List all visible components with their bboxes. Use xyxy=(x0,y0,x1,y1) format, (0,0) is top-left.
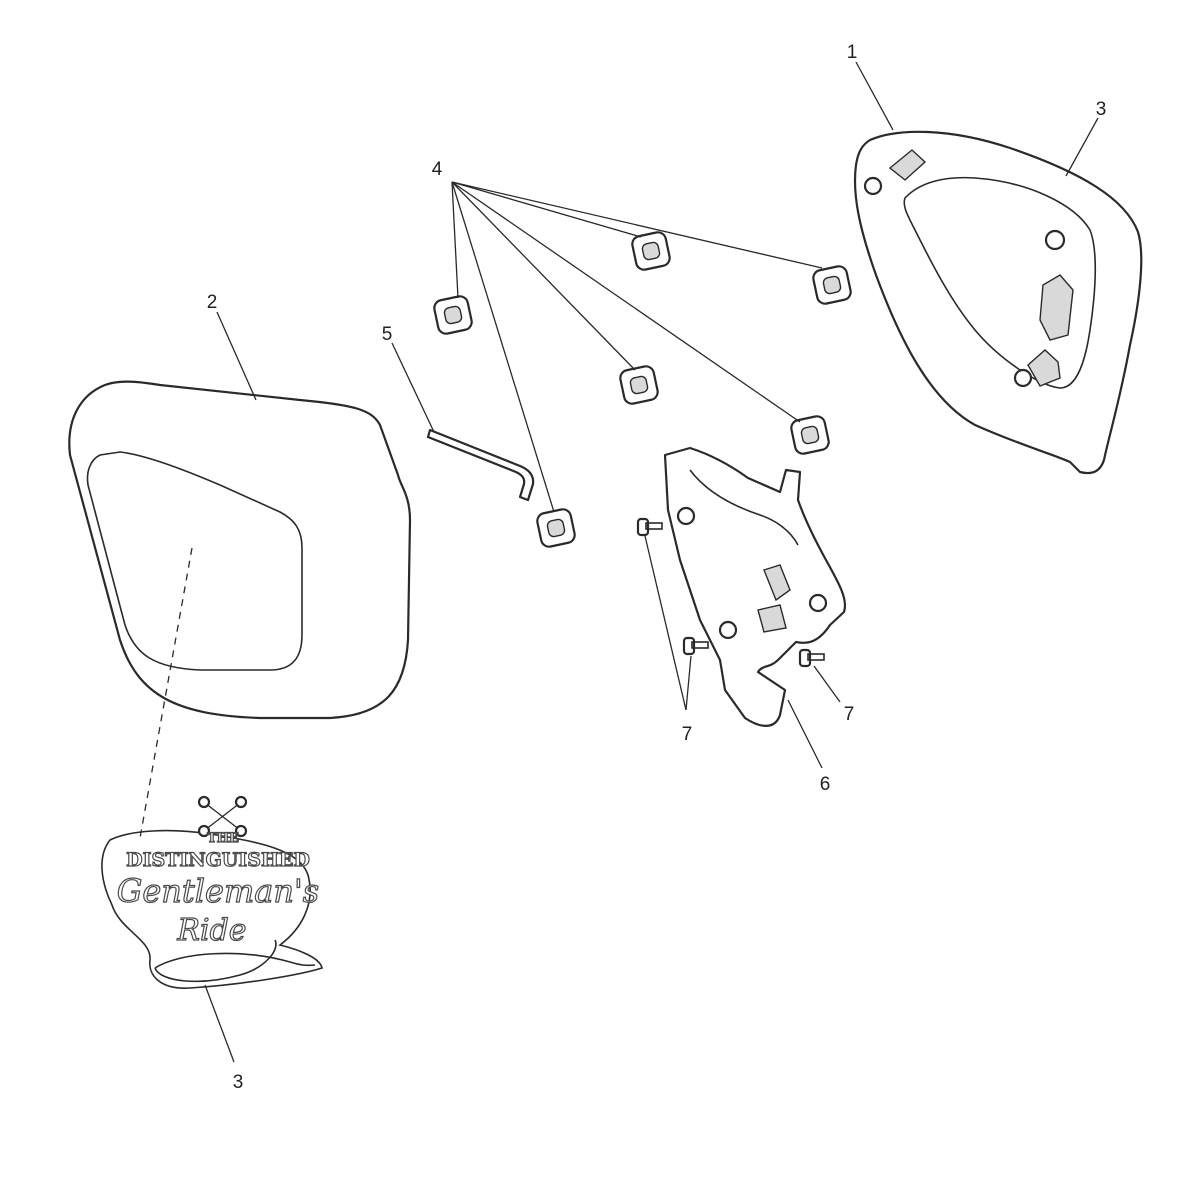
screw xyxy=(636,517,663,537)
decal-position-guide xyxy=(139,547,193,839)
callout-3-decal: 3 xyxy=(233,1072,244,1093)
leader-lines xyxy=(204,61,1099,1063)
callout-5: 5 xyxy=(382,324,393,345)
side-panel-left xyxy=(68,380,412,839)
screw xyxy=(798,648,825,668)
decal-the: THE xyxy=(207,831,239,846)
decal-swash xyxy=(154,939,316,983)
callout-7-right: 7 xyxy=(844,704,855,725)
grommet xyxy=(812,265,852,305)
mounting-bracket xyxy=(663,446,847,727)
grommet xyxy=(536,508,576,548)
grommet xyxy=(433,295,473,335)
callout-7-left: 7 xyxy=(682,724,693,745)
callout-4: 4 xyxy=(432,159,443,180)
grommet xyxy=(790,415,830,455)
decal-distinguished: DISTINGUISHED xyxy=(126,849,310,871)
callout-3-right-panel: 3 xyxy=(1096,99,1107,120)
side-panel-right xyxy=(853,130,1143,475)
callout-2: 2 xyxy=(207,292,218,313)
decal-gentlemans: Gentleman's xyxy=(117,872,319,910)
allen-key xyxy=(426,428,535,502)
grommet xyxy=(619,365,659,405)
callout-labels: 1 2 3 3 4 5 6 7 7 xyxy=(207,42,1107,1093)
gentlemans-ride-decal: THE DISTINGUISHED Gentleman's Ride xyxy=(101,795,323,989)
callout-1: 1 xyxy=(847,42,858,63)
callout-6: 6 xyxy=(820,774,831,795)
decal-ride: Ride xyxy=(176,913,246,948)
grommet xyxy=(631,231,671,271)
screw xyxy=(682,636,709,656)
crossed-spanners-icon xyxy=(197,795,248,838)
